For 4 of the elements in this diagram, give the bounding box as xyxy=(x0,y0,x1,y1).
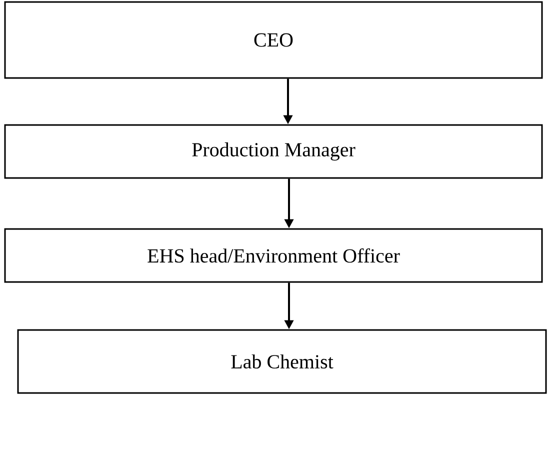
process-box: EHS head/Environment Officer xyxy=(4,228,543,283)
process-box: Production Manager xyxy=(4,124,543,179)
process-box: CEO xyxy=(4,1,543,79)
process-box: Lab Chemist xyxy=(17,329,547,394)
